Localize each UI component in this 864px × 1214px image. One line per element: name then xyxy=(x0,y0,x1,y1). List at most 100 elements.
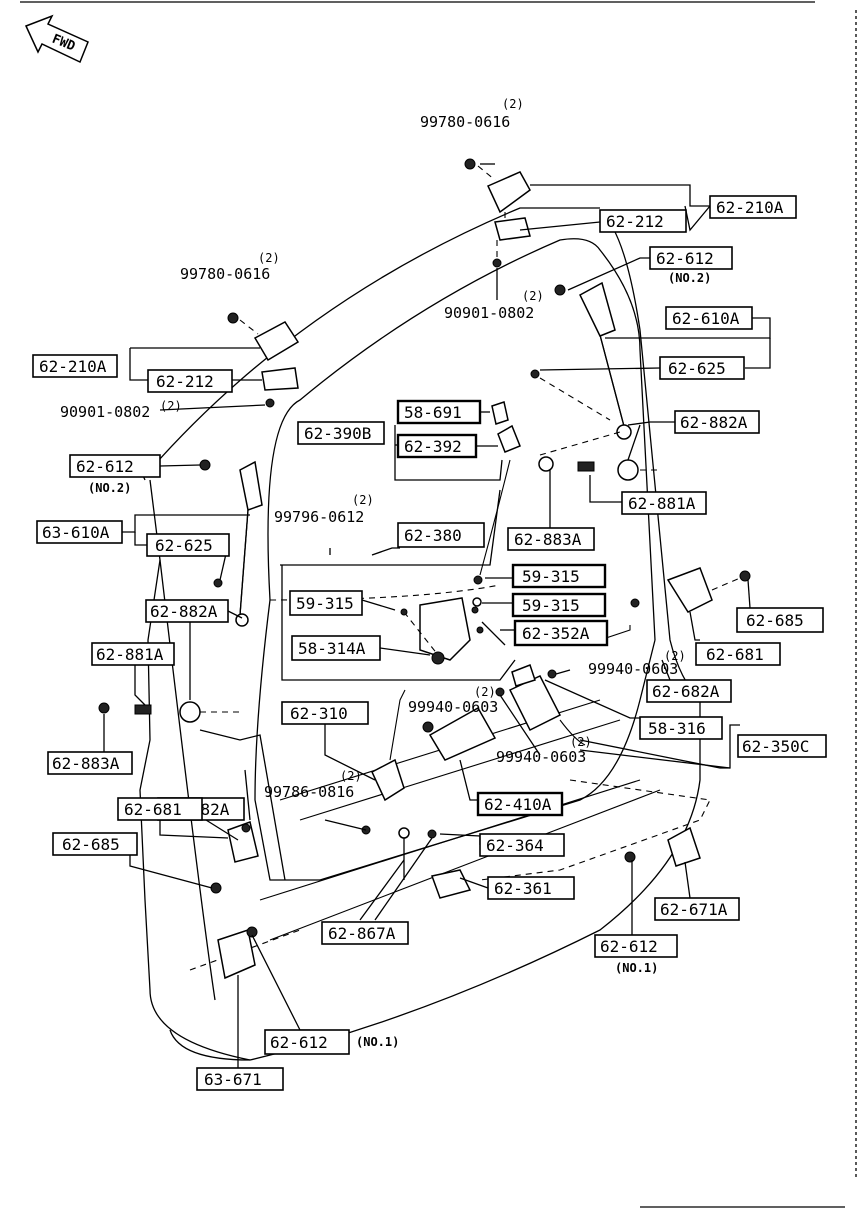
label-62-352A[interactable]: 62-352A xyxy=(513,619,609,647)
part-99780-left: 99780-0616 xyxy=(180,265,270,283)
label-text: 62-625 xyxy=(668,359,726,378)
label-62-392[interactable]: 62-392 xyxy=(396,433,478,459)
label-62-612-bottom-right[interactable]: 62-612 xyxy=(594,934,678,958)
label-62-212-left[interactable]: 62-212 xyxy=(147,369,233,393)
label-text: 62-883A xyxy=(514,530,582,549)
label-63-671[interactable]: 63-671 xyxy=(196,1067,284,1091)
label-text: 62-612 xyxy=(270,1033,328,1052)
label-text: 62-682A xyxy=(652,682,720,701)
label-59-315-a[interactable]: 59-315 xyxy=(511,563,607,589)
label-62-881A-left[interactable]: 62-881A xyxy=(91,642,175,666)
label-62-612-bottom[interactable]: 62-612 xyxy=(264,1029,350,1055)
qty-99940-b: (2) xyxy=(474,685,496,699)
label-62-410A[interactable]: 62-410A xyxy=(476,791,564,817)
label-62-610A-right[interactable]: 62-610A xyxy=(665,306,753,330)
label-text: 59-315 xyxy=(522,567,580,586)
part-99796: 99796-0612 xyxy=(274,508,364,526)
label-text: 62-612 xyxy=(76,457,134,476)
label-text: 62-212 xyxy=(156,372,214,391)
label-62-212-right[interactable]: 62-212 xyxy=(599,209,687,233)
damper-stay-right xyxy=(530,281,660,481)
qty-99796: (2) xyxy=(352,493,374,507)
label-58-314A[interactable]: 58-314A xyxy=(291,635,381,661)
leader-lines xyxy=(103,163,771,1068)
label-text: 62-882A xyxy=(680,413,748,432)
label-text: 62-364 xyxy=(486,836,544,855)
label-text: 58-691 xyxy=(404,403,462,422)
label-62-867A[interactable]: 62-867A xyxy=(321,921,409,945)
note-no1-bottom: (NO.1) xyxy=(356,1035,399,1049)
label-62-390B[interactable]: 62-390B xyxy=(297,421,385,445)
label-text: 59-315 xyxy=(522,596,580,615)
label-62-882A-left[interactable]: 62-882A xyxy=(145,599,229,623)
label-58-691[interactable]: 58-691 xyxy=(396,399,482,425)
label-text: 62-380 xyxy=(404,526,462,545)
qty-90901-left: (2) xyxy=(160,399,182,413)
label-62-883A-left[interactable]: 62-883A xyxy=(47,751,133,775)
hinge-lower-right xyxy=(666,567,751,613)
label-62-361[interactable]: 62-361 xyxy=(487,876,575,900)
label-62-685-right[interactable]: 62-685 xyxy=(736,607,824,633)
label-62-681-left[interactable]: 62-681 xyxy=(117,797,203,821)
label-62-883A-right[interactable]: 62-883A xyxy=(507,527,595,551)
clip-right xyxy=(630,598,640,608)
label-59-315-left[interactable]: 59-315 xyxy=(289,590,363,616)
label-text: 62-212 xyxy=(606,212,664,231)
note-no1-bottom-right: (NO.1) xyxy=(615,961,658,975)
part-90901-top: 90901-0802 xyxy=(444,304,534,322)
label-62-685-left[interactable]: 62-685 xyxy=(52,832,138,856)
label-62-210A-left[interactable]: 62-210A xyxy=(32,354,118,378)
label-62-310[interactable]: 62-310 xyxy=(281,701,369,725)
label-text: 62-867A xyxy=(328,924,396,943)
part-99940-b: 99940-0603 xyxy=(408,698,498,716)
label-59-315-b[interactable]: 59-315 xyxy=(511,592,607,618)
label-62-380[interactable]: 62-380 xyxy=(397,522,485,548)
label-text: 63-610A xyxy=(42,523,110,542)
label-text: 62-410A xyxy=(484,795,552,814)
part-99786: 99786-0816 xyxy=(264,783,354,801)
striker-assembly xyxy=(398,827,472,899)
actuator-assembly xyxy=(422,664,586,761)
label-62-682A-right[interactable]: 62-682A xyxy=(646,679,732,703)
label-62-612-right[interactable]: 62-612 xyxy=(649,246,733,270)
hinge-top-left xyxy=(227,312,300,408)
label-text: 62-681 xyxy=(124,800,182,819)
label-text: 58-316 xyxy=(648,719,706,738)
label-62-364[interactable]: 62-364 xyxy=(479,833,565,857)
hinge-top-right xyxy=(464,158,531,268)
label-text: 59-315 xyxy=(296,594,354,613)
label-text: 62-625 xyxy=(155,536,213,555)
label-62-350C[interactable]: 62-350C xyxy=(737,734,827,758)
label-62-612-left[interactable]: 62-612 xyxy=(69,454,161,478)
part-99780-top: 99780-0616 xyxy=(420,113,510,131)
label-text: 62-671A xyxy=(660,900,728,919)
label-62-210A-right[interactable]: 62-210A xyxy=(709,195,797,219)
damper-stay-left xyxy=(98,459,263,723)
label-62-625-right[interactable]: 62-625 xyxy=(659,356,745,380)
label-62-881A-right[interactable]: 62-881A xyxy=(621,491,707,515)
part-99940-c: 99940-0603 xyxy=(496,748,586,766)
key-cylinder xyxy=(361,689,406,835)
label-text: 62-612 xyxy=(600,937,658,956)
qty-99940-a: (2) xyxy=(664,649,686,663)
bracket-63-671 xyxy=(217,926,258,980)
bracket-62-671A xyxy=(624,826,701,867)
label-text: 62-361 xyxy=(494,879,552,898)
fwd-arrow-icon: FWD xyxy=(24,14,89,64)
label-text: 62-685 xyxy=(746,611,804,630)
label-58-316[interactable]: 58-316 xyxy=(639,716,723,740)
qty-99786: (2) xyxy=(340,769,362,783)
label-text: 62-350C xyxy=(742,737,809,756)
label-62-671A[interactable]: 62-671A xyxy=(654,897,740,921)
label-text: 62-881A xyxy=(96,645,164,664)
label-text: 63-671 xyxy=(204,1070,262,1089)
label-63-610A[interactable]: 63-610A xyxy=(36,520,123,544)
label-62-625-left[interactable]: 62-625 xyxy=(146,533,230,557)
label-62-882A-right[interactable]: 62-882A xyxy=(674,410,760,434)
part-90901-left: 90901-0802 xyxy=(60,403,150,421)
label-text: 62-883A xyxy=(52,754,120,773)
label-62-681-right[interactable]: 62-681 xyxy=(695,642,781,666)
label-text: 62-610A xyxy=(672,309,740,328)
label-text: 62-612 xyxy=(656,249,714,268)
